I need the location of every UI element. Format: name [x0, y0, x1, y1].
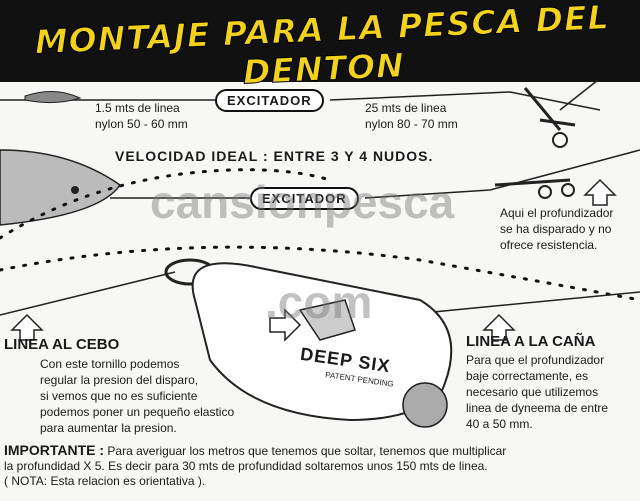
up-arrow-left	[10, 313, 44, 341]
triggered-note: Aqui el profundizador se ha disparado y …	[500, 205, 613, 253]
excitador-label-middle: EXCITADOR	[250, 187, 359, 210]
dotted-curve-upper	[0, 168, 332, 240]
right-line-nylon: nylon 80 - 70 mm	[365, 117, 458, 131]
left-line-nylon: nylon 50 - 60 mm	[95, 117, 188, 131]
up-arrow-middle	[583, 178, 617, 206]
left-line-length: 1.5 mts de linea	[95, 101, 180, 115]
linea-cana-line-2: baje correctamente, es	[466, 369, 589, 383]
fish-head	[0, 149, 122, 226]
linea-cana-line-1: Para que el profundizador	[466, 353, 605, 367]
triggered-note-line-3: ofrece resistencia.	[500, 238, 598, 252]
linea-cana-text: Para que el profundizador baje correctam…	[466, 352, 608, 432]
linea-cebo-line-1: Con este tornillo podemos	[40, 357, 180, 371]
top-profundizador	[523, 79, 599, 148]
linea-cebo-line-3: si vemos que no es suficiente	[40, 389, 198, 403]
importante-text-3: ( NOTA: Esta relacion es orientativa ).	[4, 474, 206, 488]
middle-profundizador	[494, 178, 575, 199]
linea-cana-line-3: necesario que utilizemos	[466, 385, 599, 399]
linea-cebo-line-2: regular la presion del disparo,	[40, 373, 199, 387]
left-line-spec: 1.5 mts de linea nylon 50 - 60 mm	[95, 100, 188, 132]
middle-rig-line	[110, 149, 640, 199]
importante-label: IMPORTANTE :	[4, 442, 105, 458]
triggered-note-line-1: Aqui el profundizador	[500, 206, 614, 220]
up-arrow-right	[482, 313, 516, 341]
linea-cebo-line-4: podemos poner un pequeño elastico	[40, 405, 235, 419]
title-banner	[0, 0, 640, 82]
triggered-note-line-2: se ha disparado y no	[500, 222, 612, 236]
top-lure	[24, 91, 82, 104]
device-wheel	[402, 382, 448, 428]
linea-cana-line-4: linea de dyneema de entre	[466, 401, 609, 415]
right-arrow-clip	[269, 308, 302, 342]
linea-cebo-line-5: para aumentar la presion.	[40, 421, 177, 435]
linea-cebo-text: Con este tornillo podemos regular la pre…	[40, 356, 234, 436]
watermark-main: cansionpesca	[150, 176, 455, 228]
importante-line-1: IMPORTANTE : Para averiguar los metros q…	[4, 443, 636, 459]
release-clip	[298, 299, 356, 341]
linea-cana-line-5: 40 a 50 mm.	[466, 417, 533, 431]
importante-text-1: Para averiguar los metros que tenemos qu…	[104, 444, 507, 458]
dotted-curve-lower	[0, 245, 640, 302]
linea-cebo-heading: LINEA AL CEBO	[4, 336, 120, 353]
watermark-com: .com	[265, 276, 373, 328]
importante-note: IMPORTANTE : Para averiguar los metros q…	[4, 443, 636, 489]
right-line-length: 25 mts de linea	[365, 101, 447, 115]
right-line-spec: 25 mts de linea nylon 80 - 70 mm	[365, 100, 458, 132]
speed-note: VELOCIDAD IDEAL : ENTRE 3 Y 4 NUDOS.	[115, 148, 434, 164]
excitador-label-top: EXCITADOR	[215, 89, 324, 112]
linea-cana-heading: LINEA A LA CAÑA	[466, 333, 596, 350]
importante-text-2: la profundidad X 5. Es decir para 30 mts…	[4, 459, 488, 473]
